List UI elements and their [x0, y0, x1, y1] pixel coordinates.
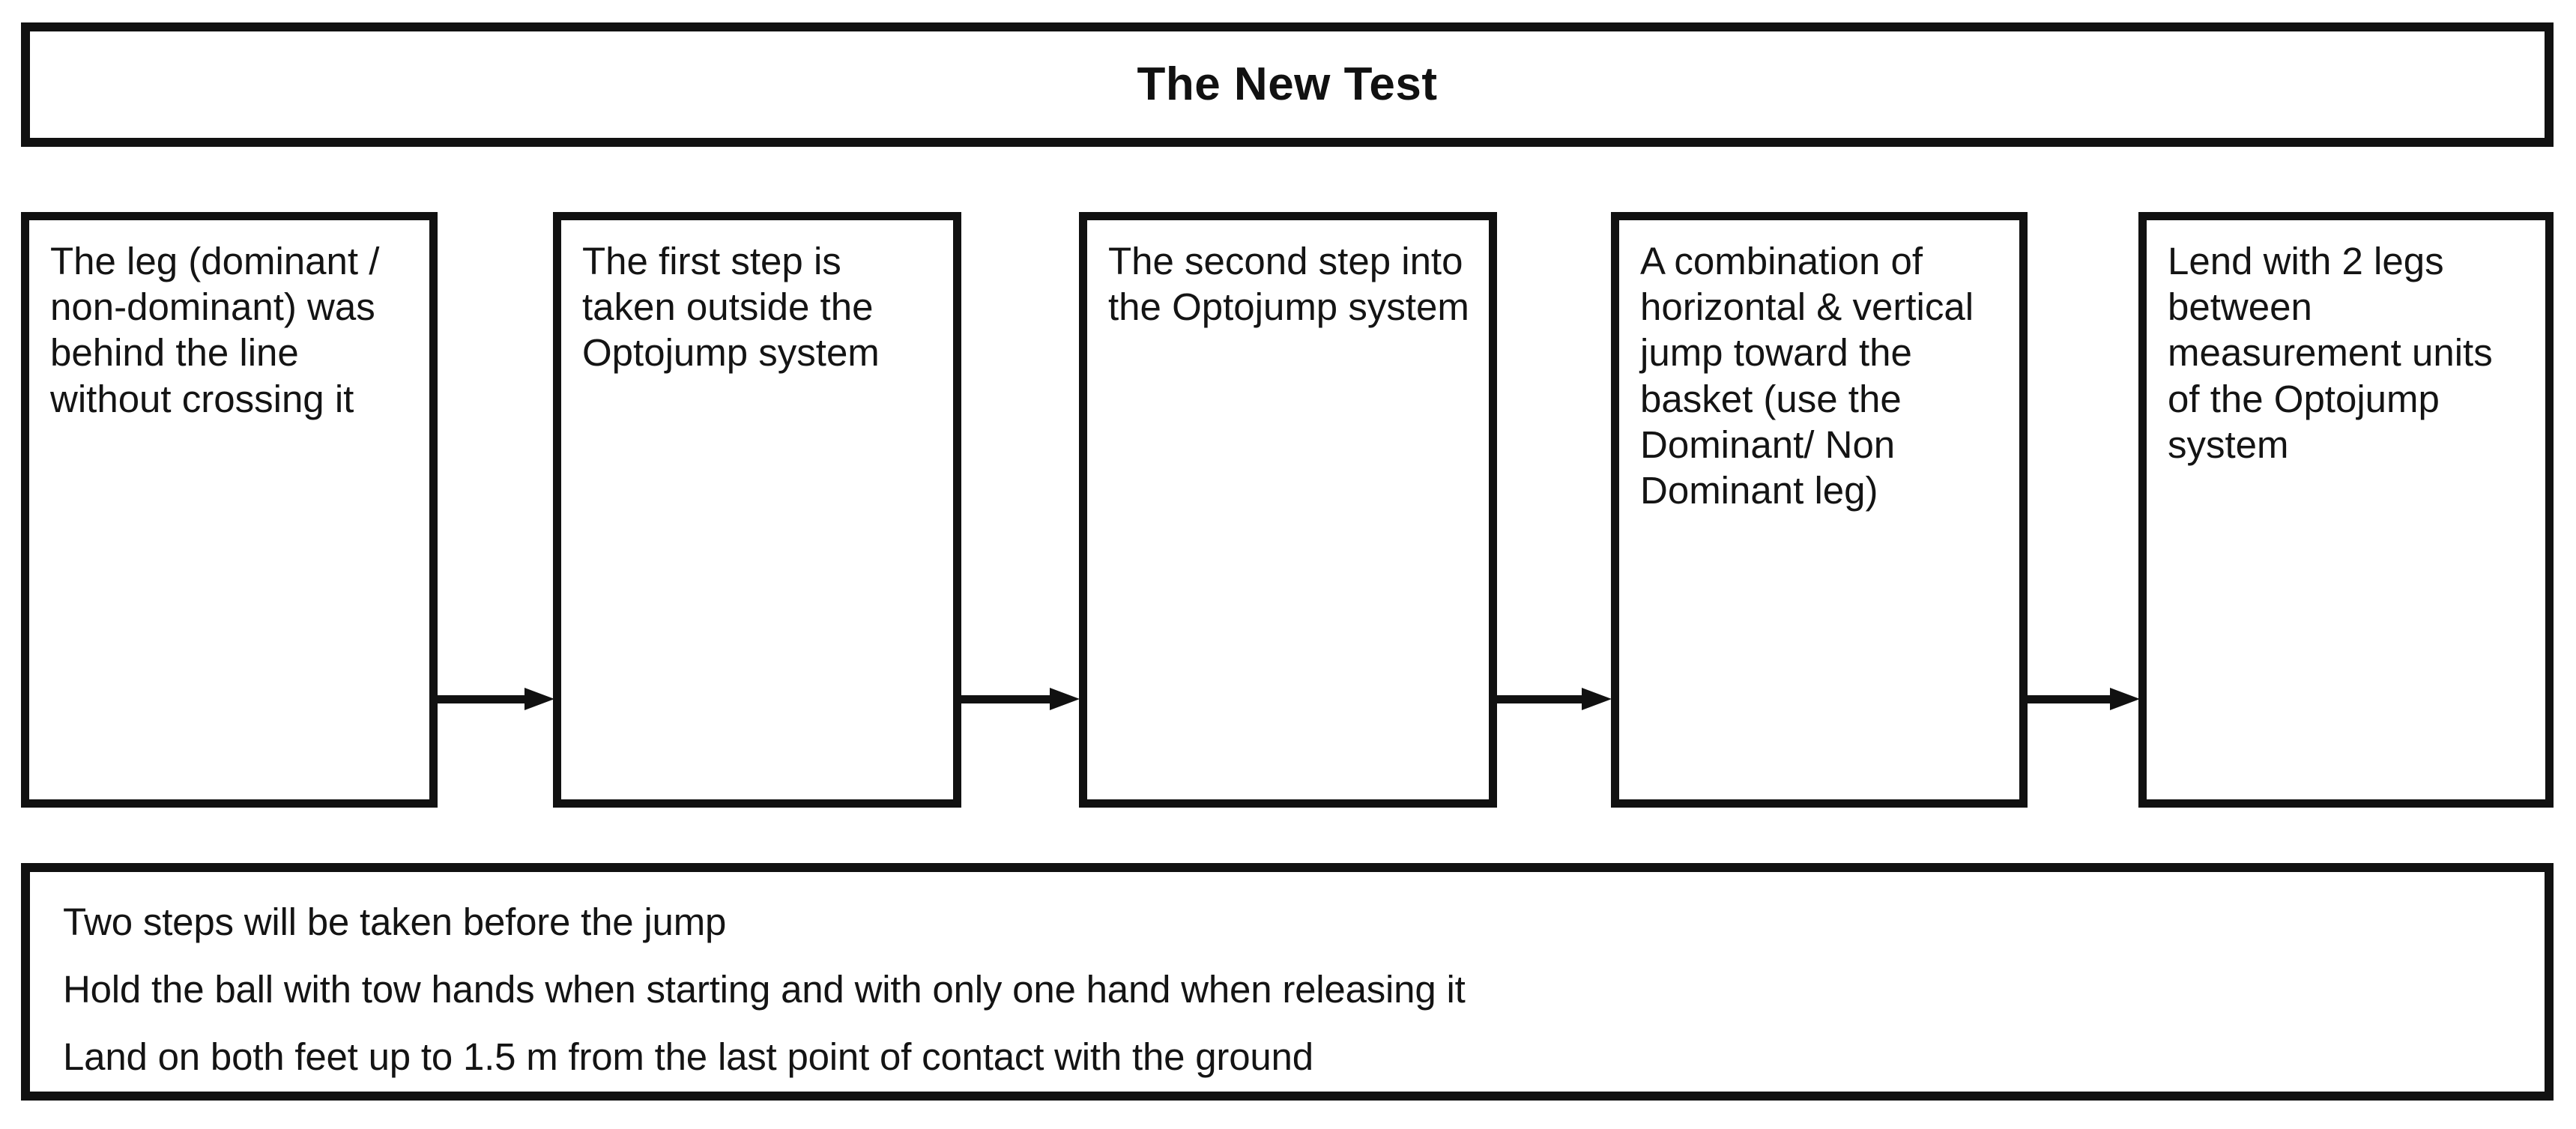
arrow-shaft: [2028, 695, 2113, 703]
arrow-right-icon-3: [1497, 688, 1612, 710]
arrow-shaft: [1497, 695, 1585, 703]
arrow-head: [1050, 688, 1080, 710]
process-box-4-label: A combination of horizontal & vertical j…: [1640, 240, 1974, 512]
arrow-shaft: [961, 695, 1053, 703]
process-box-1: The leg (dominant / non-dominant) was be…: [21, 212, 438, 808]
arrow-right-icon-4: [2028, 688, 2140, 710]
page-title: The New Test: [1137, 58, 1438, 110]
note-line-2: Hold the ball with tow hands when starti…: [63, 968, 1466, 1011]
process-box-5: Lend with 2 legs between measurement uni…: [2138, 212, 2554, 808]
arrow-head: [2110, 688, 2140, 710]
process-box-2: The first step is taken outside the Opto…: [553, 212, 961, 808]
note-line-3: Land on both feet up to 1.5 m from the l…: [63, 1035, 1313, 1078]
process-box-2-label: The first step is taken outside the Opto…: [582, 240, 880, 375]
process-flow-row: The leg (dominant / non-dominant) was be…: [0, 212, 2576, 808]
process-box-1-label: The leg (dominant / non-dominant) was be…: [50, 240, 380, 420]
arrow-shaft: [438, 695, 527, 703]
arrow-right-icon-2: [961, 688, 1080, 710]
process-box-4: A combination of horizontal & vertical j…: [1611, 212, 2028, 808]
process-box-3: The second step into the Optojump system: [1079, 212, 1497, 808]
arrow-head: [524, 688, 554, 710]
arrow-right-icon-1: [438, 688, 554, 710]
note-line-1: Two steps will be taken before the jump: [63, 901, 727, 943]
process-box-3-label: The second step into the Optojump system: [1108, 240, 1469, 329]
process-box-5-label: Lend with 2 legs between measurement uni…: [2168, 240, 2493, 466]
diagram-title-box: The New Test: [21, 22, 2554, 147]
arrow-head: [1582, 688, 1612, 710]
notes-box: Two steps will be taken before the jump …: [21, 863, 2554, 1101]
